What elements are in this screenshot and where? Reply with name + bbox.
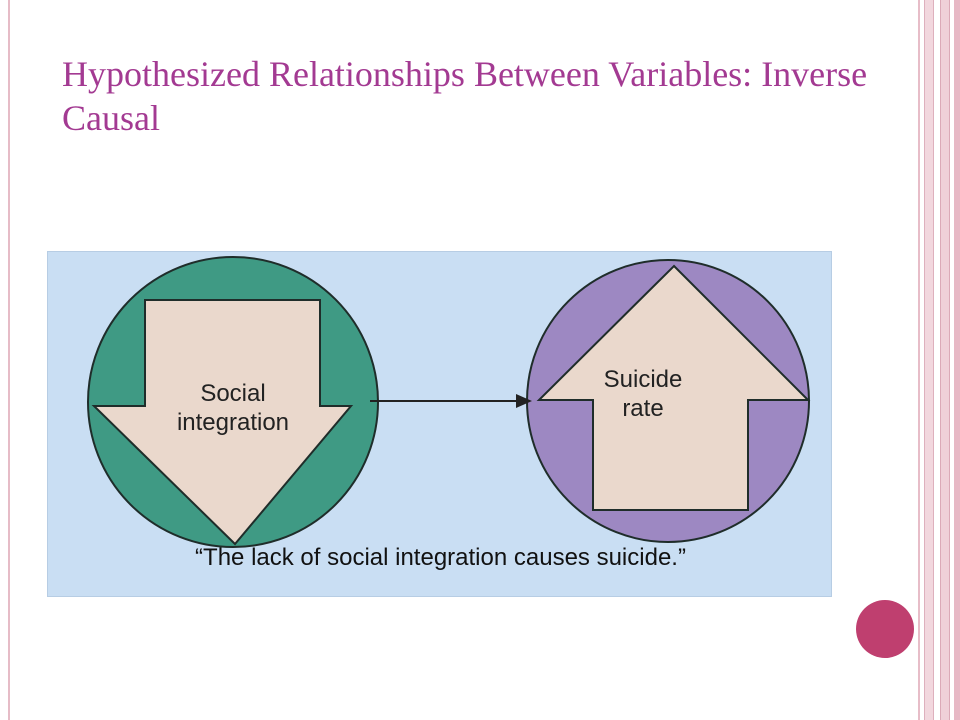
causal-relationship-arrowhead <box>516 394 532 408</box>
slide-title: Hypothesized Relationships Between Varia… <box>62 54 868 138</box>
causal-diagram-graphic <box>87 256 811 548</box>
social-integration-down-arrow <box>91 299 354 546</box>
slide-left-border <box>8 0 10 720</box>
slide-accent-circle <box>856 600 914 658</box>
slide-right-border-line <box>918 0 920 720</box>
slide-right-border-stripe-2 <box>940 0 950 720</box>
slide-right-border-stripe-1 <box>924 0 934 720</box>
diagram-caption: “The lack of social integration causes s… <box>195 544 686 571</box>
suicide-rate-up-arrow <box>536 264 811 511</box>
slide-right-border-stripe-3 <box>954 0 960 720</box>
